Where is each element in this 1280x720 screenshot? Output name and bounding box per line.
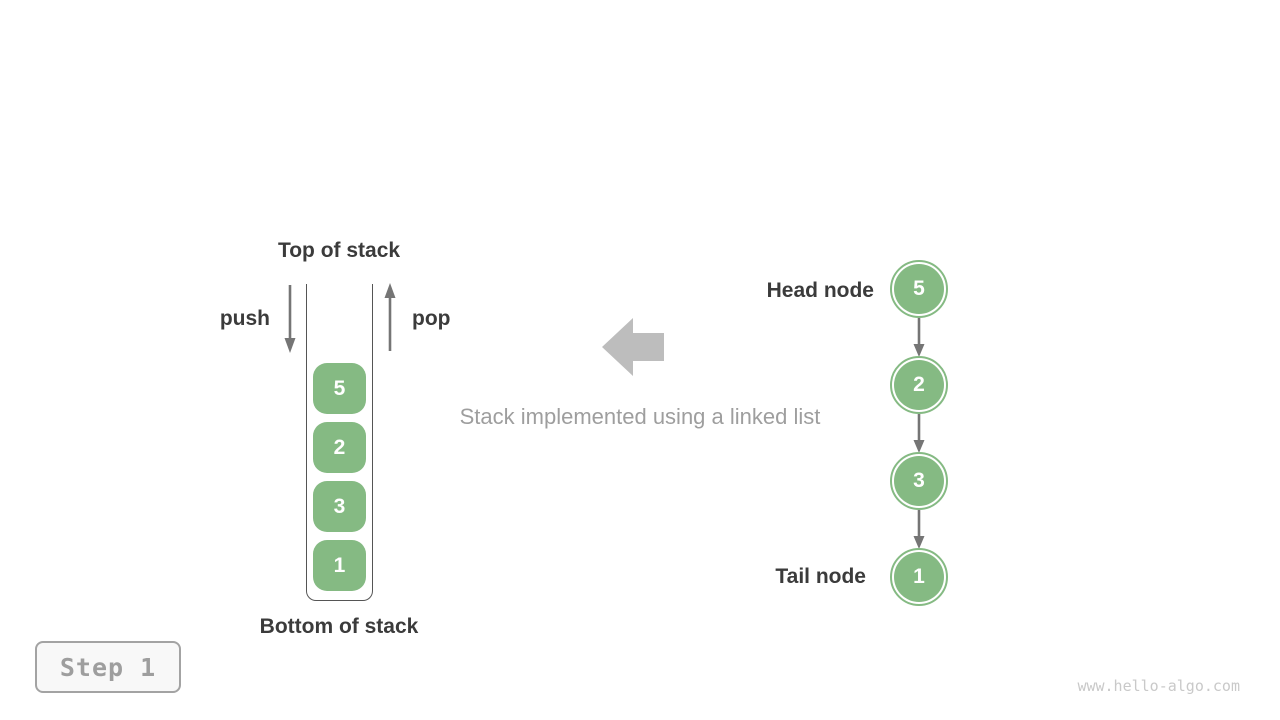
- head-node-label: Head node: [766, 279, 874, 302]
- pop-label: pop: [412, 307, 451, 330]
- stack-item: 3: [313, 481, 366, 532]
- linked-list-node: 2: [890, 356, 948, 414]
- pop-arrow-icon: [384, 283, 396, 351]
- push-label: push: [219, 307, 270, 330]
- linked-list-node: 5: [890, 260, 948, 318]
- stack-item-value: 2: [333, 435, 346, 459]
- push-arrow-icon: [284, 285, 296, 353]
- node-value: 2: [913, 373, 925, 396]
- stack-item: 2: [313, 422, 366, 473]
- node-link-arrow-icon: [913, 318, 925, 357]
- top-of-stack-label: Top of stack: [277, 239, 401, 262]
- node-value: 5: [913, 277, 925, 300]
- linked-list-node: 3: [890, 452, 948, 510]
- stack-item-value: 1: [333, 553, 346, 577]
- step-badge: Step 1: [35, 641, 181, 693]
- stack-container: [306, 284, 373, 601]
- caption-text: Stack implemented using a linked list: [459, 404, 821, 429]
- node-value: 3: [913, 469, 925, 492]
- node-link-arrow-icon: [913, 414, 925, 453]
- bottom-of-stack-label: Bottom of stack: [259, 615, 419, 638]
- tail-node-label: Tail node: [775, 565, 866, 588]
- linked-list-node: 1: [890, 548, 948, 606]
- stack-item: 1: [313, 540, 366, 591]
- watermark-text: www.hello-algo.com: [1077, 677, 1240, 695]
- node-link-arrow-icon: [913, 510, 925, 549]
- node-value: 1: [913, 565, 925, 588]
- stack-item-value: 5: [333, 376, 346, 400]
- stack-item: 5: [313, 363, 366, 414]
- left-block-arrow-icon: [602, 318, 664, 376]
- step-badge-label: Step 1: [59, 652, 157, 682]
- stack-item-value: 3: [333, 494, 346, 518]
